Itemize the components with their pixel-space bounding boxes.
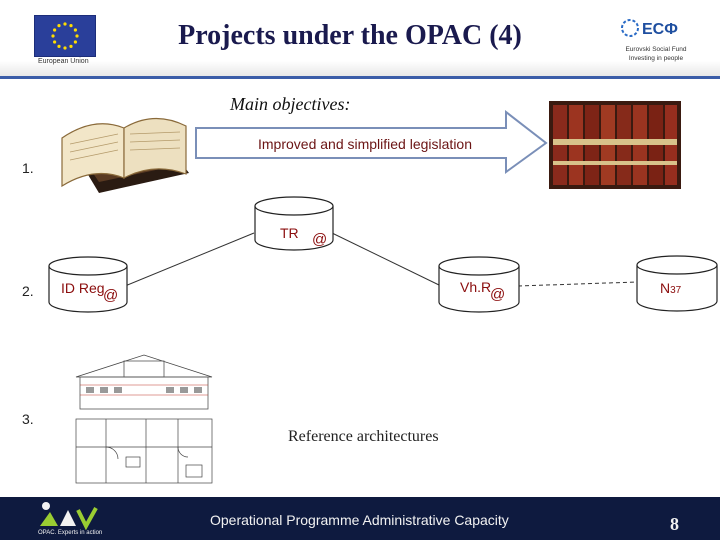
node-label-37: 37 bbox=[670, 285, 682, 296]
node-label-n: N bbox=[660, 280, 671, 296]
item-number-1: 1. bbox=[22, 160, 34, 176]
cylinder-vhr bbox=[438, 256, 520, 313]
esf-emblem-icon: ЕСФ bbox=[621, 19, 678, 38]
cylinder-id-reg bbox=[48, 256, 128, 313]
footer-subtitle: OPAC. Experts in action bbox=[38, 530, 103, 536]
node-label-n37: N37 bbox=[660, 280, 681, 296]
line-vhr-n37 bbox=[517, 281, 638, 287]
node-at-id-reg: @ bbox=[103, 287, 119, 304]
architecture-drawings-image bbox=[66, 347, 222, 487]
cylinder-n37 bbox=[636, 255, 718, 312]
line-idreg-tr bbox=[124, 232, 255, 287]
reference-architectures-label: Reference architectures bbox=[288, 428, 439, 445]
slide-footer bbox=[0, 497, 720, 540]
node-label-id-reg: ID Reg bbox=[61, 280, 105, 296]
eu-stars-icon bbox=[51, 22, 79, 50]
slide-title: Projects under the OPAC (4) bbox=[178, 20, 522, 51]
old-books-image bbox=[61, 117, 189, 193]
item-number-3: 3. bbox=[22, 411, 34, 427]
node-label-vhr: Vh.R bbox=[460, 279, 492, 295]
item-number-2: 2. bbox=[22, 283, 34, 299]
objectives-heading: Main objectives: bbox=[230, 94, 351, 114]
esf-label-line1: Eurovski Social Fund bbox=[625, 46, 687, 53]
law-books-image bbox=[549, 101, 681, 189]
eu-label: European Union bbox=[38, 58, 89, 65]
esf-logo-text: ЕСФ bbox=[642, 21, 678, 38]
esf-label-line2: Investing in people bbox=[628, 55, 684, 62]
node-at-vhr: @ bbox=[490, 286, 506, 303]
arrow-label: Improved and simplified legislation bbox=[258, 136, 472, 152]
line-tr-vhr bbox=[331, 232, 440, 286]
page-number: 8 bbox=[670, 514, 679, 534]
legislation-arrow bbox=[195, 110, 548, 174]
slide-header bbox=[0, 0, 720, 76]
node-label-tr: TR bbox=[280, 225, 299, 241]
header-rule bbox=[0, 76, 720, 79]
opac-logo-icon bbox=[40, 502, 98, 530]
esf-logo: ЕСФ bbox=[618, 14, 688, 44]
node-at-tr: @ bbox=[312, 231, 328, 248]
esf-label: Eurovski Social Fund Investing in people bbox=[616, 45, 696, 63]
eu-flag-logo bbox=[34, 15, 96, 57]
cylinder-tr bbox=[254, 196, 334, 251]
footer-title: Operational Programme Administrative Cap… bbox=[210, 512, 509, 528]
